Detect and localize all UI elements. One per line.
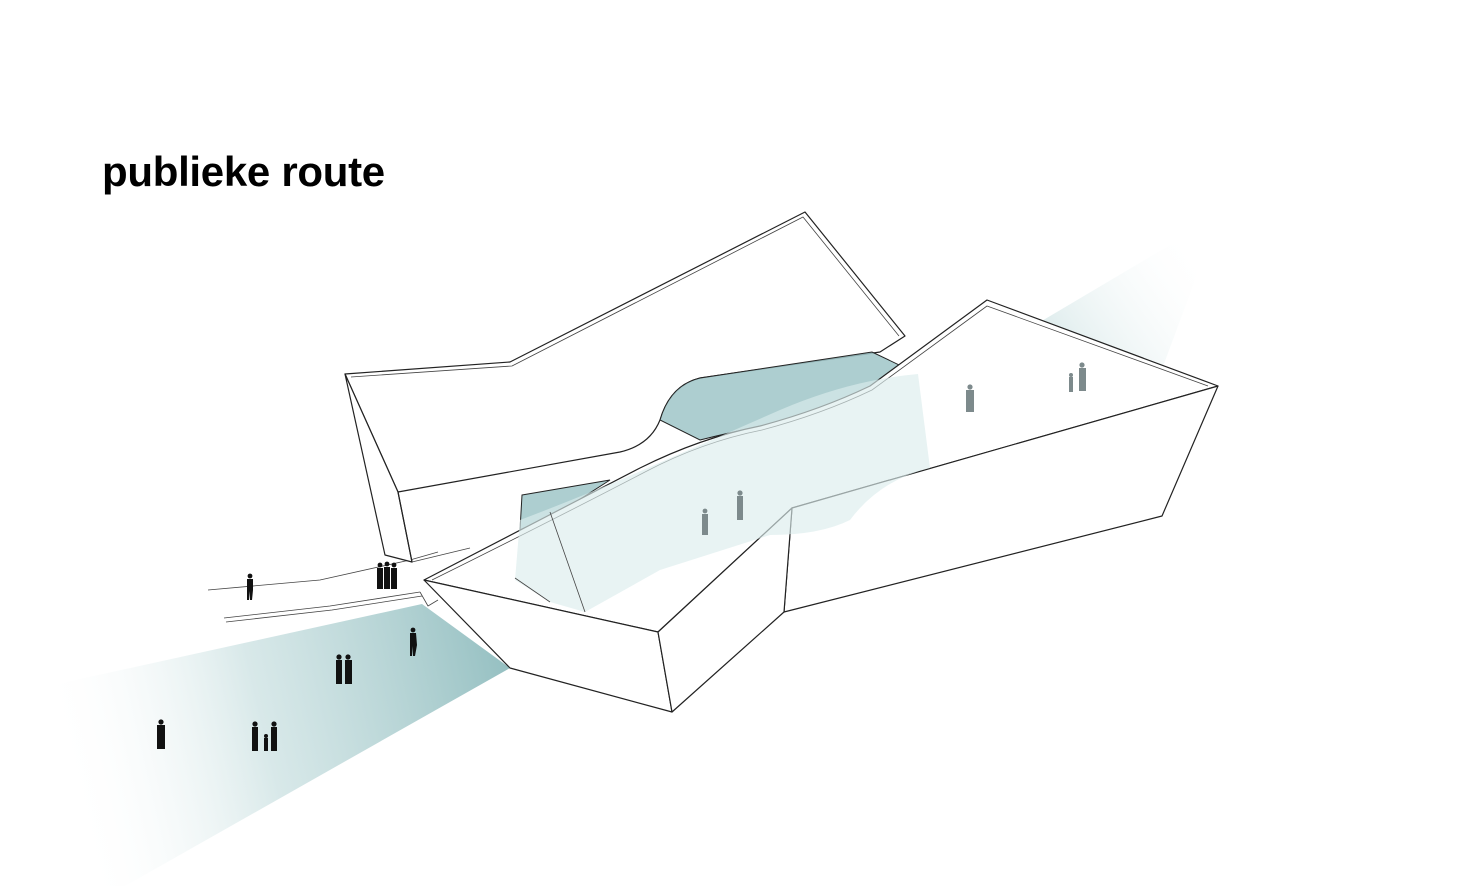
route-over-roof xyxy=(514,374,930,613)
person-silhouette xyxy=(737,490,743,520)
people-grey xyxy=(702,362,1086,535)
person-silhouette xyxy=(345,654,352,684)
person-silhouette xyxy=(377,562,383,589)
person-silhouette xyxy=(702,508,708,535)
person-silhouette xyxy=(157,719,165,749)
person-silhouette xyxy=(247,573,253,600)
person-silhouette xyxy=(1069,373,1073,392)
ground-path xyxy=(207,551,439,623)
person-silhouette xyxy=(966,384,974,412)
person-silhouette xyxy=(336,654,342,684)
person-silhouette xyxy=(384,561,390,589)
person-silhouette xyxy=(391,562,397,589)
diagram-title: publieke route xyxy=(102,148,385,195)
people-dark xyxy=(157,561,417,751)
person-silhouette xyxy=(410,627,417,656)
person-silhouette xyxy=(271,721,277,751)
back-building xyxy=(344,211,906,563)
person-silhouette xyxy=(252,721,258,751)
person-silhouette xyxy=(264,734,268,751)
public-route-front xyxy=(30,604,510,886)
person-silhouette xyxy=(1079,362,1086,391)
